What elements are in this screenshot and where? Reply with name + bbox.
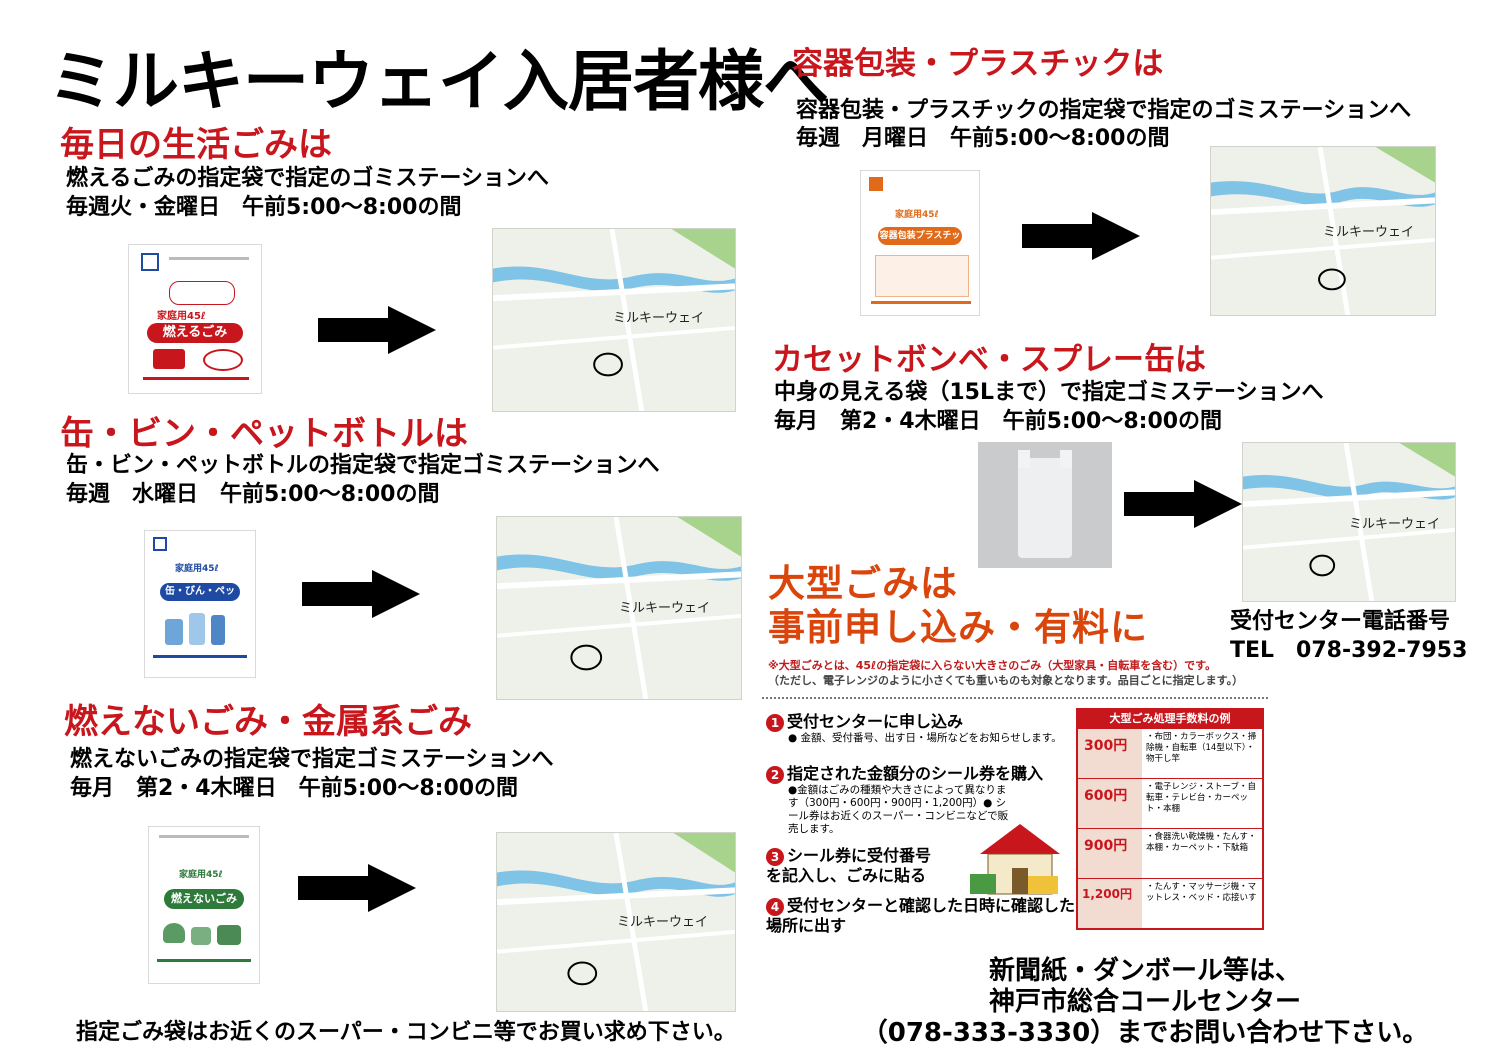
- step-detail: ● 金額、受付番号、出す日・場所などをお知らせします。: [788, 732, 1062, 744]
- fee-items: ・食器洗い乾燥機・たんす・本棚・カーペット・下駄箱: [1146, 832, 1257, 853]
- bulky-garbage-panel: 大型ごみは 事前申し込み・有料に ※大型ごみとは、45ℓの指定袋に入らない大きさ…: [762, 560, 1268, 942]
- section-heading-cans: 缶・ビン・ペットボトルは: [60, 414, 468, 454]
- section-heading-plastic: 容器包装・プラスチックは: [792, 46, 1164, 82]
- reception-label: 受付センター電話番号: [1230, 609, 1451, 634]
- cassette-schedule: 毎月 第2・4木曜日 午前5:00～8:00の間: [774, 409, 1223, 434]
- map-image-plastic: ミルキーウェイ: [1210, 146, 1436, 316]
- fee-table-title: 大型ごみ処理手数料の例: [1078, 710, 1262, 728]
- house-illustration: [970, 824, 1060, 895]
- bag-band-label: 燃えるごみ: [147, 323, 243, 343]
- combustible-bag-image: 家庭用45ℓ 燃えるごみ: [128, 244, 262, 394]
- step-title: 受付センターと確認した日時に確認した場所に出す: [766, 896, 1076, 935]
- bulky-title-line1: 大型ごみは: [768, 562, 958, 605]
- page-title: ミルキーウェイ入居者様へ: [48, 43, 829, 120]
- plastic-schedule: 毎週 月曜日 午前5:00～8:00の間: [796, 126, 1170, 151]
- fee-row: 600円 ・電子レンジ・ストーブ・自転車・テレビ台・カーペット・本棚: [1078, 778, 1262, 828]
- step-title: 受付センターに申し込み: [787, 712, 964, 731]
- map-image-cassette: ミルキーウェイ: [1242, 442, 1456, 602]
- noncombustible-schedule: 毎月 第2・4木曜日 午前5:00～8:00の間: [70, 776, 519, 801]
- map-label: ミルキーウェイ: [1349, 517, 1441, 532]
- fee-items: ・たんす・マッサージ機・マットレス・ベッド・応接いす: [1146, 882, 1257, 903]
- bulky-title-line2: 事前申し込み・有料に: [768, 606, 1148, 649]
- map-label: ミルキーウェイ: [1323, 225, 1415, 240]
- step-number: 4: [766, 898, 784, 916]
- fee-row: 1,200円 ・たんす・マッサージ機・マットレス・ベッド・応接いす: [1078, 878, 1262, 928]
- map-label: ミルキーウェイ: [617, 915, 709, 930]
- reception-phone: TEL 078-392-7953: [1230, 638, 1468, 663]
- bag-band-label: 容器包装プラスチック: [877, 227, 963, 259]
- plastic-bag-image: 家庭用45ℓ 容器包装プラスチック: [860, 170, 980, 316]
- step-number: 3: [766, 848, 784, 866]
- cans-schedule: 毎週 水曜日 午前5:00～8:00の間: [66, 482, 440, 507]
- step-title: 指定された金額分のシール券を購入: [787, 764, 1044, 783]
- fee-price: 900円: [1084, 838, 1128, 854]
- cans-bag-image: 家庭用45ℓ 缶・びん・ペットボトル: [144, 530, 256, 678]
- newspaper-note-line1: 新聞紙・ダンボール等は、: [988, 956, 1301, 986]
- map-image-noncombustible: ミルキーウェイ: [496, 832, 736, 1012]
- arrow-right-icon: [318, 306, 436, 354]
- fee-items: ・布団・カラーボックス・掃除機・自転車（14型以下）・物干し竿: [1146, 732, 1257, 764]
- section-heading-noncombustible: 燃えないごみ・金属系ごみ: [64, 702, 472, 742]
- fee-price: 600円: [1084, 788, 1128, 804]
- clear-bag-image: [978, 442, 1112, 568]
- bulky-note: ※大型ごみとは、45ℓの指定袋に入らない大きさのごみ（大型家具・自転車を含む）で…: [768, 659, 1217, 672]
- map-label: ミルキーウェイ: [619, 601, 711, 616]
- daily-schedule: 毎週火・金曜日 午前5:00～8:00の間: [66, 195, 462, 220]
- fee-price: 300円: [1084, 738, 1128, 754]
- step-detail: ●金額はごみの種類や大きさによって異なります（300円・600円・900円・1,…: [788, 784, 1009, 835]
- step-number: 2: [766, 766, 784, 784]
- arrow-right-icon: [1124, 480, 1242, 528]
- bag-size-label: 家庭用45ℓ: [179, 870, 223, 880]
- noncombustible-bag-image: 家庭用45ℓ 燃えないごみ: [148, 826, 260, 984]
- map-label: ミルキーウェイ: [613, 311, 705, 326]
- newspaper-note-line2: 神戸市総合コールセンター: [988, 987, 1301, 1017]
- step-number: 1: [766, 714, 784, 732]
- bag-band-label: 缶・びん・ペットボトル: [160, 583, 240, 615]
- section-heading-daily: 毎日の生活ごみは: [60, 125, 332, 165]
- bulky-note-sub: （ただし、電子レンジのように小さくても重いものも対象となります。品目ごとに指定し…: [768, 674, 1244, 687]
- fee-row: 900円 ・食器洗い乾燥機・たんす・本棚・カーペット・下駄箱: [1078, 828, 1262, 878]
- fee-price: 1,200円: [1082, 887, 1132, 901]
- arrow-right-icon: [1022, 212, 1140, 260]
- bag-size-label: 家庭用45ℓ: [175, 564, 219, 574]
- plastic-instruction: 容器包装・プラスチックの指定袋で指定のゴミステーションへ: [796, 98, 1412, 123]
- daily-instruction: 燃えるごみの指定袋で指定のゴミステーションへ: [66, 166, 549, 191]
- fee-table: 大型ごみ処理手数料の例 300円 ・布団・カラーボックス・掃除機・自転車（14型…: [1076, 708, 1264, 930]
- fee-items: ・電子レンジ・ストーブ・自転車・テレビ台・カーペット・本棚: [1146, 782, 1256, 814]
- arrow-right-icon: [302, 570, 420, 618]
- map-image-cans: ミルキーウェイ: [496, 516, 742, 700]
- step-title: シール券に受付番号を記入し、ごみに貼る: [766, 846, 932, 885]
- section-heading-cassette: カセットボンベ・スプレー缶は: [772, 342, 1206, 378]
- arrow-right-icon: [298, 864, 416, 912]
- bag-size-label: 家庭用45ℓ: [895, 210, 939, 220]
- newspaper-note-line3: （078-333-3330）までお問い合わせ下さい。: [861, 1018, 1429, 1048]
- bag-band-label: 燃えないごみ: [164, 889, 244, 909]
- map-image-daily: ミルキーウェイ: [492, 228, 736, 412]
- noncombustible-instruction: 燃えないごみの指定袋で指定ゴミステーションへ: [70, 747, 554, 772]
- bag-size-label: 家庭用45ℓ: [157, 311, 206, 322]
- bag-purchase-note: 指定ごみ袋はお近くのスーパー・コンビニ等でお買い求め下さい。: [76, 1020, 736, 1045]
- fee-row: 300円 ・布団・カラーボックス・掃除機・自転車（14型以下）・物干し竿: [1078, 728, 1262, 778]
- cans-instruction: 缶・ビン・ペットボトルの指定袋で指定ゴミステーションへ: [66, 453, 660, 478]
- cassette-instruction: 中身の見える袋（15Lまで）で指定ゴミステーションへ: [774, 380, 1324, 405]
